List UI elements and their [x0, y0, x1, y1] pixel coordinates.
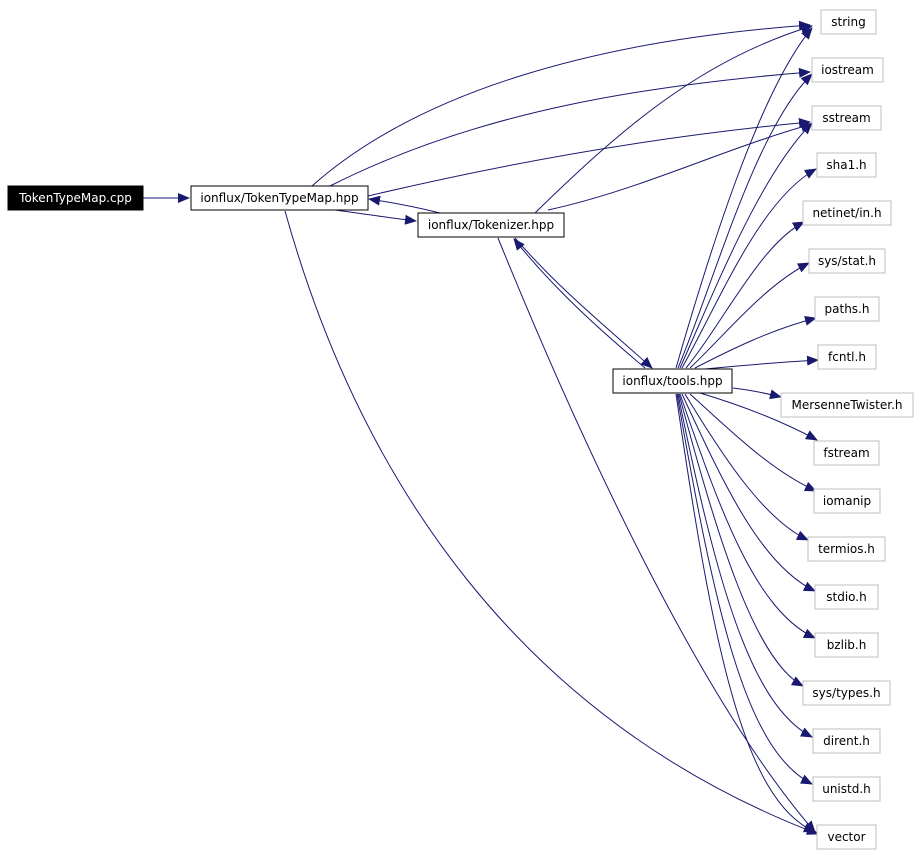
node-iostream-label: iostream: [821, 63, 874, 77]
edge-tools-to-termios: [684, 393, 809, 541]
edge-tools-to-fcntl: [704, 355, 819, 370]
node-netinet-in-h-label: netinet/in.h: [812, 206, 881, 220]
edge-tools-to-fstream: [699, 392, 818, 441]
edge-tools-to-string: [675, 27, 813, 369]
edge-tools-to-stdio: [681, 393, 816, 592]
node-root-label: TokenTypeMap.cpp: [18, 191, 132, 205]
node-root[interactable]: TokenTypeMap.cpp: [7, 185, 144, 211]
edge-tokentypemap-to-string: [311, 20, 811, 187]
node-mersenne-twister-h-label: MersenneTwister.h: [792, 398, 903, 412]
node-tokentypemap-hpp-label: ionflux/TokenTypeMap.hpp: [200, 191, 358, 205]
edge-tokenizer-to-sstream: [547, 122, 813, 211]
edge-tools-to-paths: [694, 315, 817, 369]
node-iostream[interactable]: iostream: [811, 57, 884, 83]
node-sha1-h[interactable]: sha1.h: [816, 152, 877, 178]
node-sstream-label: sstream: [822, 111, 870, 125]
node-tools-hpp-label: ionflux/tools.hpp: [622, 374, 722, 388]
edge-tokenizer-to-tools: [514, 237, 653, 369]
node-tools-hpp[interactable]: ionflux/tools.hpp: [612, 368, 733, 394]
node-fcntl-h-label: fcntl.h: [828, 350, 866, 364]
nodes: TokenTypeMap.cpp ionflux/TokenTypeMap.hp…: [7, 9, 914, 850]
node-tokenizer-hpp[interactable]: ionflux/Tokenizer.hpp: [417, 212, 565, 238]
node-stdio-h[interactable]: stdio.h: [814, 584, 879, 610]
edge-tools-to-sysstat: [689, 262, 810, 369]
edge-tokentypemap-to-vector: [284, 210, 819, 835]
node-mersenne-twister-h[interactable]: MersenneTwister.h: [780, 392, 914, 418]
node-stdio-h-label: stdio.h: [826, 590, 866, 604]
node-paths-h[interactable]: paths.h: [814, 296, 880, 322]
edge-tools-to-iomanip: [689, 393, 817, 492]
edge-tokenizer-to-string: [534, 24, 813, 214]
edges: [143, 20, 819, 835]
node-iomanip[interactable]: iomanip: [813, 488, 881, 514]
edge-tools-to-mersenne: [732, 387, 782, 400]
node-vector-label: vector: [827, 830, 865, 844]
node-paths-h-label: paths.h: [825, 302, 870, 316]
node-vector[interactable]: vector: [816, 824, 877, 850]
node-iomanip-label: iomanip: [823, 494, 871, 508]
node-bzlib-h-label: bzlib.h: [827, 638, 867, 652]
node-unistd-h-label: unistd.h: [822, 782, 871, 796]
node-bzlib-h[interactable]: bzlib.h: [814, 632, 879, 658]
edge-tools-to-sstream: [679, 122, 813, 369]
node-sha1-h-label: sha1.h: [826, 158, 866, 172]
edge-tokenizer-to-vector: [497, 237, 816, 833]
node-sstream[interactable]: sstream: [811, 105, 882, 131]
node-tokenizer-hpp-label: ionflux/Tokenizer.hpp: [428, 218, 554, 232]
node-unistd-h[interactable]: unistd.h: [812, 776, 881, 802]
node-tokentypemap-hpp[interactable]: ionflux/TokenTypeMap.hpp: [190, 185, 369, 211]
edge-tools-to-bzlib: [679, 393, 816, 639]
edge-tokentypemap-to-sstream: [367, 118, 811, 197]
edge-tools-to-netinet: [685, 221, 805, 369]
edge-tools-to-tokenizer: [513, 238, 646, 369]
node-dirent-h-label: dirent.h: [823, 734, 870, 748]
edge-tools-to-unistd: [676, 393, 813, 785]
node-sys-types-h[interactable]: sys/types.h: [802, 680, 891, 706]
node-string-label: string: [831, 15, 865, 29]
node-termios-h[interactable]: termios.h: [807, 536, 886, 562]
node-string[interactable]: string: [820, 9, 877, 35]
edge-tools-to-vector: [675, 393, 816, 833]
node-fcntl-h[interactable]: fcntl.h: [817, 344, 877, 370]
node-sys-stat-h-label: sys/stat.h: [818, 254, 876, 268]
node-sys-types-h-label: sys/types.h: [812, 686, 880, 700]
node-fstream-label: fstream: [823, 446, 869, 460]
edge-tokenizer-to-tokentypemap: [368, 195, 441, 214]
edge-tokentypemap-to-tokenizer: [334, 209, 417, 225]
node-dirent-h[interactable]: dirent.h: [812, 728, 881, 754]
node-termios-h-label: termios.h: [818, 542, 875, 556]
edge-tools-to-systypes: [678, 393, 804, 687]
edge-tools-to-sha1: [681, 168, 817, 369]
edge-tokentypemap-to-iostream: [329, 67, 811, 187]
node-netinet-in-h[interactable]: netinet/in.h: [802, 200, 892, 226]
edge-tools-to-dirent: [677, 393, 813, 738]
edge-tools-to-iostream: [677, 73, 813, 369]
node-sys-stat-h[interactable]: sys/stat.h: [808, 248, 886, 274]
node-fstream[interactable]: fstream: [813, 440, 880, 466]
